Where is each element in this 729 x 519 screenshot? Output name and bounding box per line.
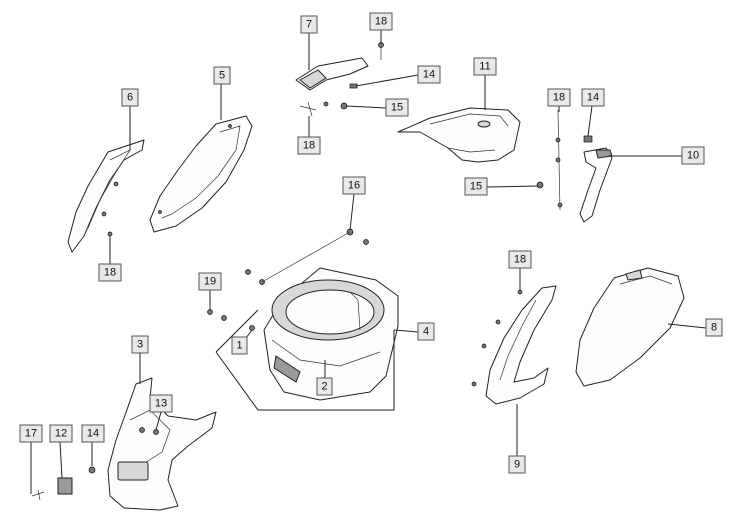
svg-text:11: 11 (479, 61, 490, 73)
clip-14-bottom (88, 466, 96, 474)
svg-text:7: 7 (306, 19, 312, 31)
callout-12: 12 (49, 424, 73, 443)
callout-18-leg: 18 (508, 250, 532, 269)
svg-text:18: 18 (303, 140, 315, 152)
svg-text:14: 14 (587, 92, 599, 104)
svg-text:3: 3 (137, 339, 143, 351)
svg-text:6: 6 (127, 92, 133, 104)
callout-15-top: 15 (385, 98, 409, 117)
svg-text:13: 13 (155, 398, 167, 410)
pin-18-mid (299, 101, 317, 117)
callout-14-top: 14 (417, 65, 441, 84)
callout-13: 13 (149, 394, 173, 413)
svg-text:14: 14 (87, 428, 99, 440)
callout-16: 16 (342, 176, 366, 195)
part-7-bracket (295, 57, 369, 91)
callout-2: 2 (316, 377, 333, 396)
part-6-side-panel (67, 139, 145, 253)
svg-text:15: 15 (391, 102, 403, 114)
part-12-block (57, 477, 73, 495)
clip-14-top (349, 83, 358, 89)
part-11-upper-cover (397, 107, 521, 163)
callout-9: 9 (508, 455, 526, 474)
callout-18-top: 18 (369, 12, 393, 31)
callout-19: 19 (198, 272, 222, 291)
callout-18-left: 18 (98, 263, 122, 282)
part-10-bracket (579, 147, 613, 223)
part-4-storage-box (263, 267, 399, 401)
svg-text:4: 4 (423, 326, 429, 338)
part-3-front-shield (107, 377, 217, 511)
svg-text:1: 1 (236, 340, 242, 352)
callout-17: 17 (19, 424, 43, 443)
callout-4: 4 (417, 322, 435, 341)
callout-14-bottom: 14 (81, 424, 105, 443)
callout-18-mid: 18 (297, 136, 321, 155)
callout-18-right: 18 (547, 88, 571, 107)
part-8-side-cover (575, 267, 685, 387)
svg-text:2: 2 (321, 381, 327, 393)
svg-text:18: 18 (514, 254, 526, 266)
box-4-bracket (215, 309, 395, 411)
callout-11: 11 (473, 57, 497, 76)
part-9-leg-shield (471, 285, 557, 405)
callout-5: 5 (213, 66, 231, 85)
svg-text:8: 8 (711, 322, 717, 334)
leader-lines (30, 30, 707, 494)
callout-14-right: 14 (581, 88, 605, 107)
callout-3: 3 (131, 335, 149, 354)
svg-text:5: 5 (219, 70, 225, 82)
svg-text:18: 18 (375, 16, 387, 28)
callout-7: 7 (300, 15, 318, 34)
svg-text:18: 18 (553, 92, 565, 104)
rod-18-right (555, 109, 563, 211)
svg-text:9: 9 (514, 459, 520, 471)
svg-text:16: 16 (348, 180, 360, 192)
svg-text:19: 19 (204, 276, 216, 288)
screw-18-top (378, 42, 384, 60)
svg-text:17: 17 (25, 428, 37, 440)
screw-15-top (323, 101, 348, 110)
callout-15-right: 15 (464, 177, 488, 196)
callout-6: 6 (121, 88, 139, 107)
svg-text:12: 12 (55, 428, 67, 440)
callout-1: 1 (231, 336, 248, 355)
clip-14-right (583, 135, 593, 143)
svg-text:15: 15 (470, 181, 482, 193)
screw-15-right (536, 181, 544, 189)
callout-8: 8 (705, 318, 723, 337)
svg-text:14: 14 (423, 69, 435, 81)
svg-text:18: 18 (104, 267, 116, 279)
svg-text:10: 10 (687, 150, 699, 162)
callout-10: 10 (681, 146, 705, 165)
part-17-clip (31, 489, 45, 501)
part-5-side-panel (149, 115, 253, 233)
